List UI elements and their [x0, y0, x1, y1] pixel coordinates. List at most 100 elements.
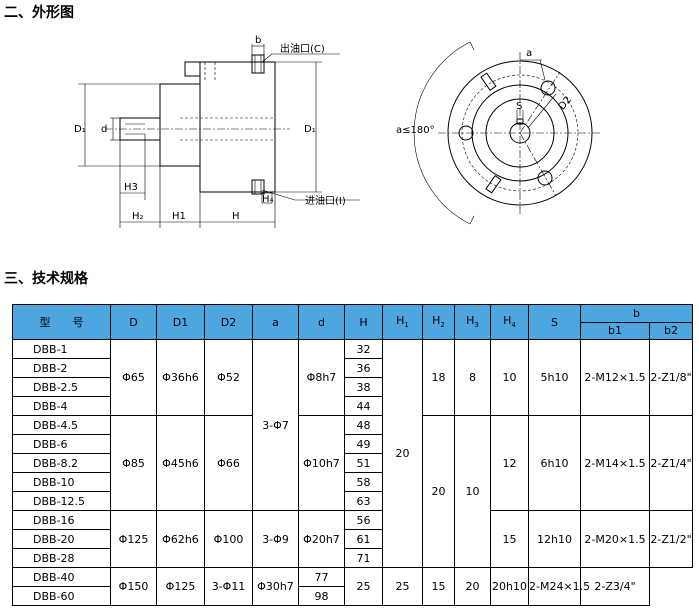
cell-model: DBB-28 — [12, 548, 111, 568]
table-row: DBB-2.5 38 — [12, 377, 693, 397]
cell-model: DBB-8.2 — [12, 453, 111, 473]
cell-H3: 10 — [454, 415, 491, 568]
cell-model: DBB-16 — [12, 510, 111, 530]
label-H1: H1 — [172, 211, 186, 222]
outline-section-title: 二、外形图 — [4, 5, 74, 21]
table-row: DBB-6 49 — [12, 434, 693, 454]
label-S: S — [516, 101, 522, 112]
cell-b1: 2-M12×1.5 — [580, 339, 650, 416]
header-model: 型 号 — [12, 304, 111, 340]
cell-H: 63 — [344, 491, 383, 511]
cell-D2: Φ125 — [156, 567, 205, 606]
cell-d: Φ8h7 — [298, 339, 345, 416]
cell-b2: 2-Z1/4" — [648, 415, 694, 511]
cell-S: 12h10 — [528, 510, 581, 568]
cell-b2: 2-Z3/4" — [580, 567, 650, 606]
cell-H4: 12 — [490, 415, 529, 511]
cell-model: DBB-4 — [12, 396, 111, 416]
cell-model: DBB-40 — [12, 567, 111, 587]
cell-H1: 20 — [382, 339, 423, 568]
table-row: DBB-2 36 — [12, 358, 693, 378]
label-H: H — [232, 211, 240, 222]
cell-model: DBB-1 — [12, 339, 111, 359]
cell-H4: 20 — [454, 567, 491, 606]
header-H3: H3 — [454, 304, 491, 340]
cell-a: 3-Φ7 — [252, 339, 299, 511]
table-row: DBB-10 58 — [12, 472, 693, 492]
header-H: H — [344, 304, 383, 340]
header-b2: b2 — [648, 321, 694, 340]
cell-H: 56 — [344, 510, 383, 530]
cell-H: 77 — [298, 567, 345, 587]
cell-d: Φ30h7 — [252, 567, 299, 606]
cell-D: Φ150 — [110, 567, 157, 606]
cell-b2: 2-Z1/2" — [648, 510, 694, 568]
table-row: DBB-4.5 Φ85 Φ45h6 Φ66 Φ10h7 48 20 10 12 … — [12, 415, 694, 568]
outline-drawing: b 出油口(C) D₁ d D₁ H3 进油口(I) H₄ — [74, 35, 602, 228]
label-D1-left: D₁ — [74, 124, 86, 135]
label-D1-right: D₁ — [304, 124, 316, 135]
cell-a: 3-Φ9 — [252, 510, 299, 568]
header-H4: H4 — [490, 304, 529, 340]
label-angle: a≤180° — [396, 125, 435, 136]
cell-H: 38 — [344, 377, 383, 397]
cell-b2: 2-Z1/8" — [648, 339, 694, 416]
cell-model: DBB-2 — [12, 358, 111, 378]
cell-S: 20h10 — [490, 567, 529, 606]
cell-D2: Φ100 — [204, 510, 253, 568]
cell-H: 61 — [344, 529, 383, 549]
cell-H: 49 — [344, 434, 383, 454]
header-D1: D1 — [156, 304, 205, 340]
cell-d: Φ20h7 — [298, 510, 345, 568]
cell-model: DBB-10 — [12, 472, 111, 492]
cell-b1: 2-M24×1.5 — [528, 567, 590, 606]
side-view: b 出油口(C) D₁ d D₁ H3 进油口(I) H₄ — [74, 35, 360, 228]
cell-H: 71 — [344, 548, 383, 568]
cell-D1: Φ62h6 — [156, 510, 205, 568]
spec-table: 型 号 D D1 D2 a d H H1 H2 H3 H4 S b b1 b2 … — [12, 304, 694, 606]
header-D: D — [110, 304, 157, 340]
label-H4: H₄ — [262, 194, 274, 205]
cell-H2: 18 — [422, 339, 455, 416]
cell-model: DBB-12.5 — [12, 491, 111, 511]
table-row: DBB-60 98 — [12, 586, 693, 606]
table-header-row: 型 号 D D1 D2 a d H H1 H2 H3 H4 S b — [12, 304, 694, 340]
cell-D: Φ85 — [110, 415, 157, 511]
cell-D2: Φ66 — [204, 415, 253, 511]
cell-D2: Φ52 — [204, 339, 253, 416]
cell-H3: 15 — [422, 567, 455, 606]
label-outlet-port: 出油口(C) — [280, 42, 325, 55]
cell-b1: 2-M14×1.5 — [580, 415, 650, 511]
cell-D1: Φ36h6 — [156, 339, 205, 416]
header-D2: D2 — [204, 304, 253, 340]
label-b: b — [255, 35, 261, 46]
cell-H: 36 — [344, 358, 383, 378]
cell-H: 44 — [344, 396, 383, 416]
header-H1: H1 — [382, 304, 423, 340]
cell-H2: 25 — [382, 567, 423, 606]
cell-H: 32 — [344, 339, 383, 359]
cell-H2: 20 — [422, 415, 455, 568]
cell-D: Φ65 — [110, 339, 157, 416]
table-row: DBB-40 Φ150 Φ62h6 Φ125 3-Φ11 Φ30h7 77 25… — [12, 567, 693, 606]
label-H2: H₂ — [132, 211, 144, 222]
cell-H4: 15 — [490, 510, 529, 568]
label-d: d — [101, 124, 107, 135]
header-a: a — [252, 304, 299, 340]
cell-S: 6h10 — [528, 415, 581, 511]
header-b: b — [579, 304, 694, 323]
cell-D1: Φ45h6 — [156, 415, 205, 511]
cell-model: DBB-4.5 — [12, 415, 111, 435]
label-a: a — [526, 48, 532, 59]
cell-model: DBB-6 — [12, 434, 111, 454]
cell-S: 5h10 — [528, 339, 581, 416]
header-b1: b1 — [580, 321, 650, 340]
cell-H: 48 — [344, 415, 383, 435]
spec-section-title: 三、技术规格 — [4, 271, 88, 287]
table-row: DBB-16 Φ125 Φ62h6 Φ100 3-Φ9 Φ20h7 56 15 … — [12, 510, 694, 568]
cell-H3: 8 — [454, 339, 491, 416]
cell-D: Φ125 — [110, 510, 157, 568]
cell-d: Φ10h7 — [298, 415, 345, 511]
cell-H: 98 — [298, 586, 345, 606]
cell-model: DBB-60 — [12, 586, 111, 606]
